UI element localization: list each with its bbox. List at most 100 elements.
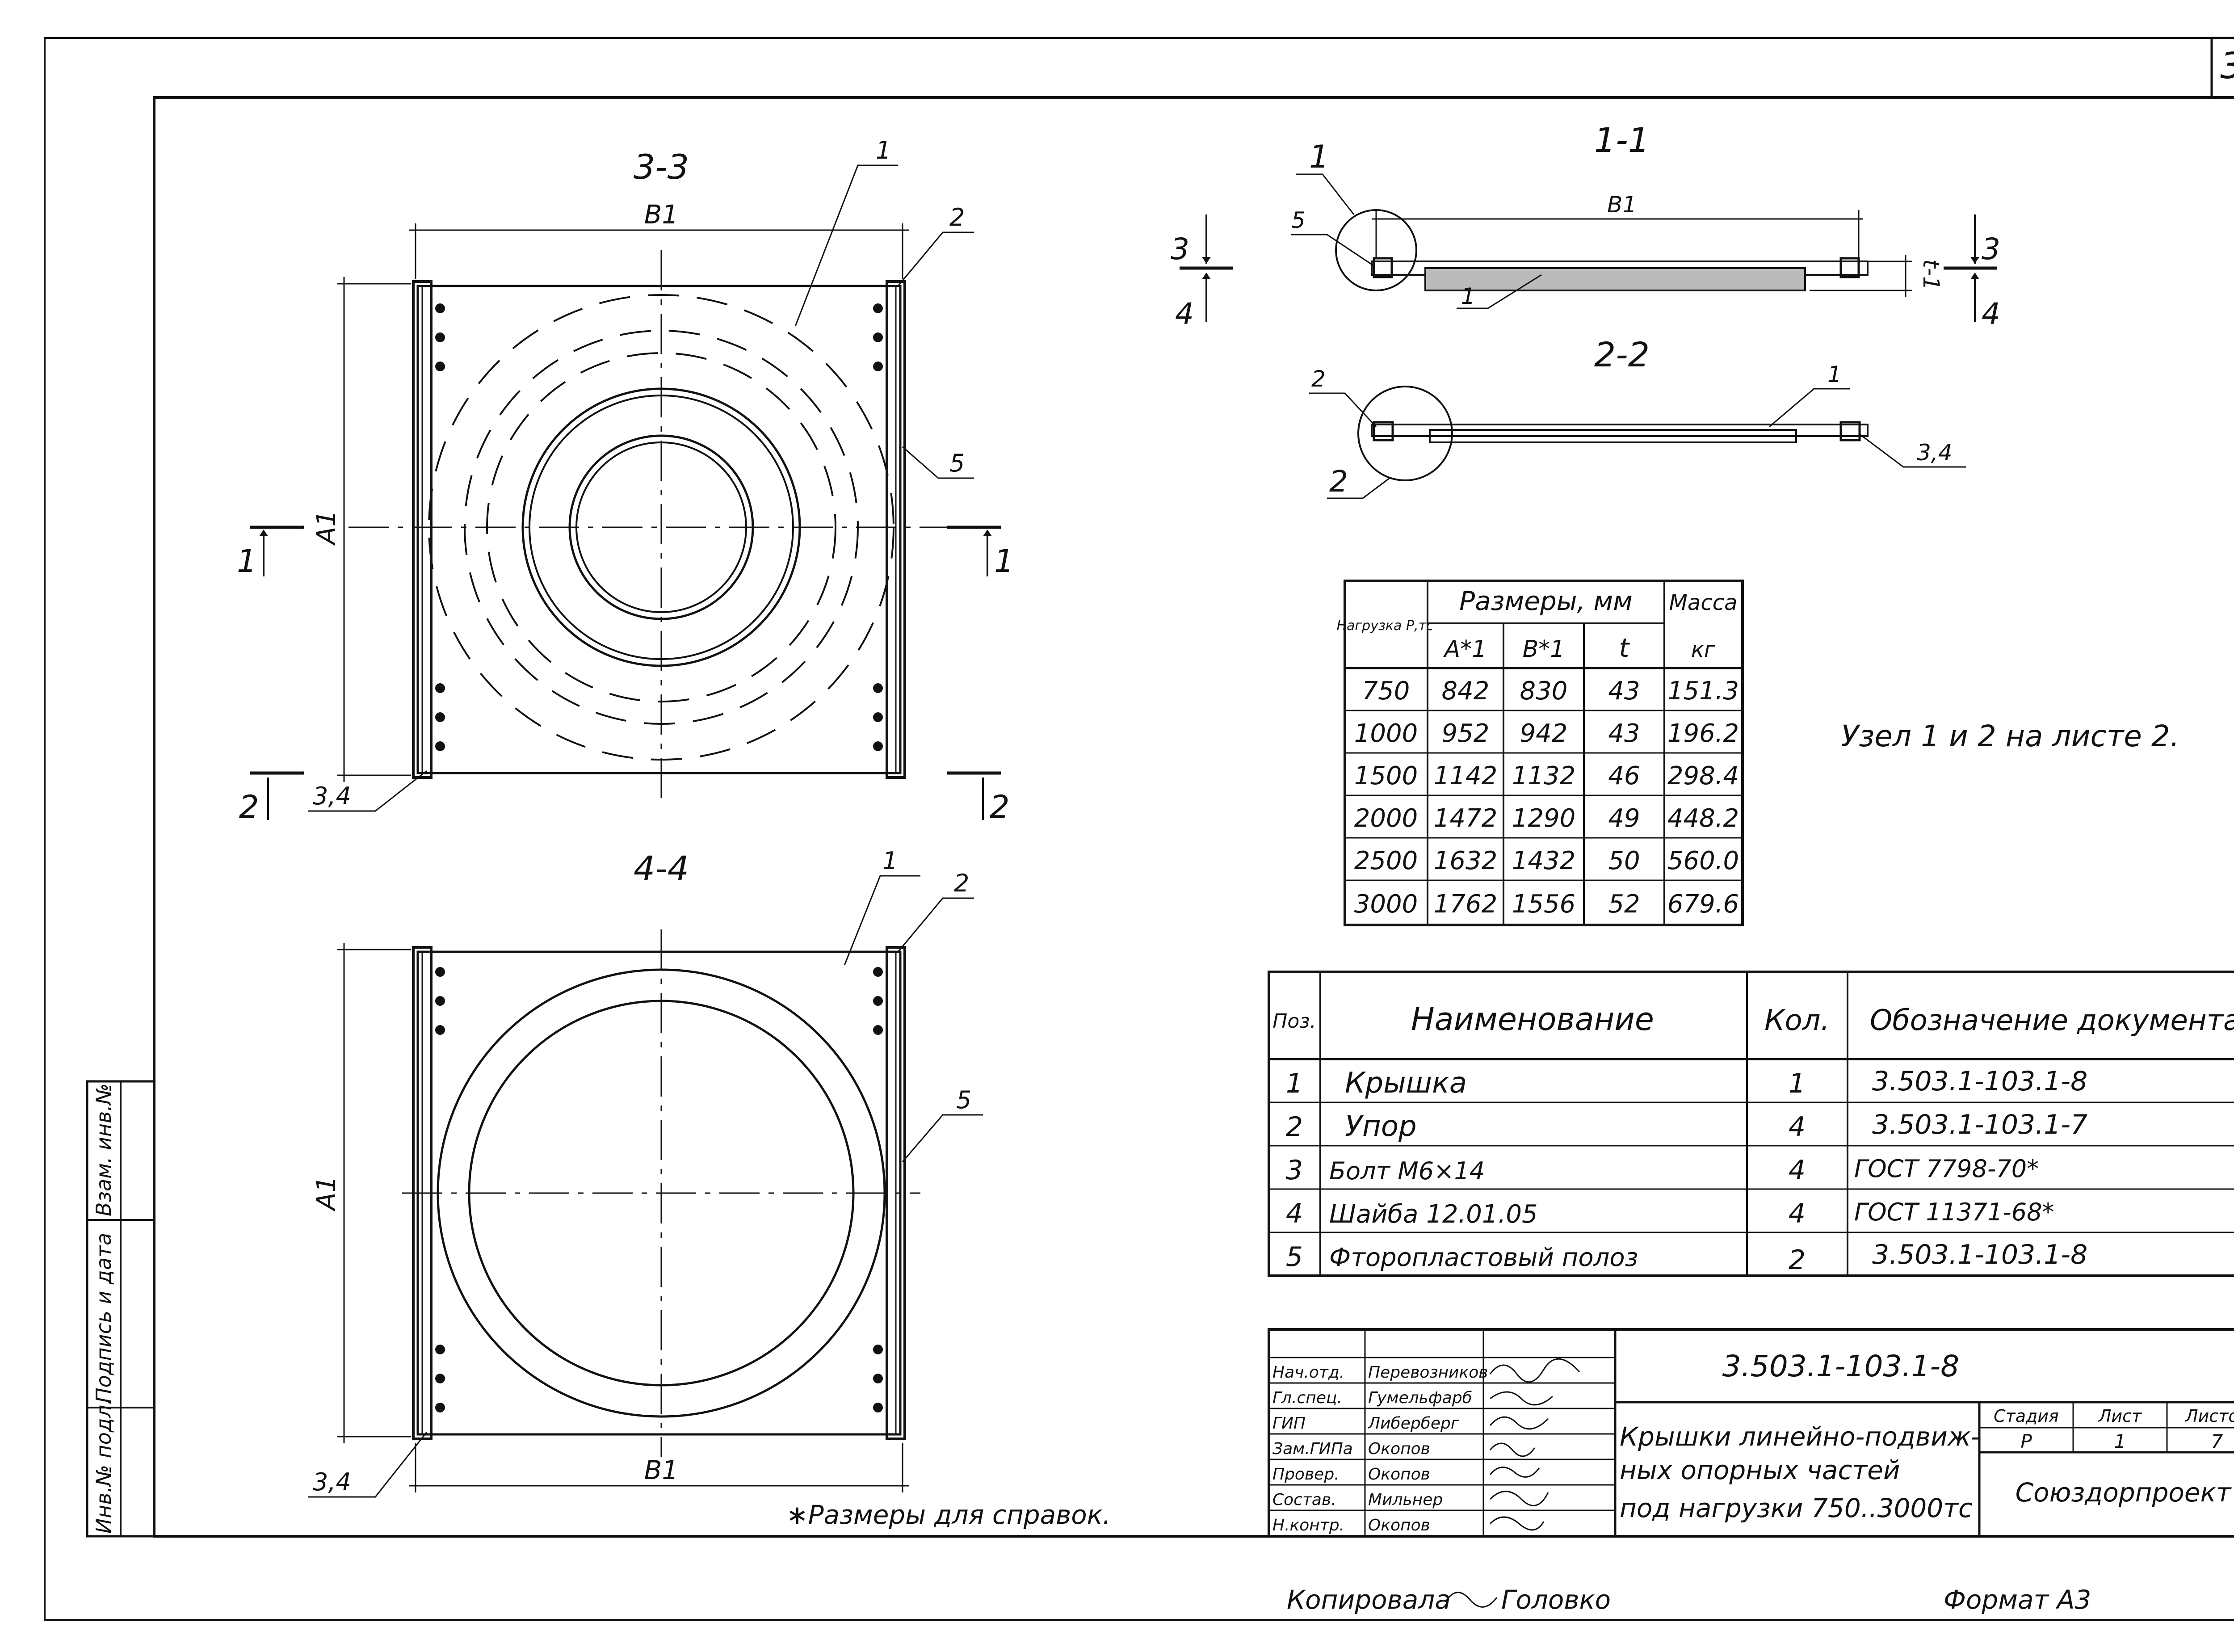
svg-text:1432: 1432	[1512, 846, 1576, 875]
svg-text:Болт М6×14: Болт М6×14	[1329, 1157, 1485, 1185]
side-stamp-sign: Подпись и дата	[92, 1233, 116, 1403]
size-head-mass: Масса	[1669, 590, 1737, 615]
svg-text:2: 2	[1789, 1244, 1806, 1276]
svg-text:Гумельфарб: Гумельфарб	[1368, 1389, 1472, 1407]
svg-text:2000: 2000	[1354, 804, 1418, 833]
leader-2-3-3: 2	[949, 203, 965, 231]
dim-a1-4-4: А1	[311, 1176, 341, 1212]
skid-right-3-3	[886, 280, 906, 779]
view-4-4: 4-4 А1 В1 1 2 5 3,4	[308, 847, 983, 1498]
svg-text:1762: 1762	[1434, 890, 1498, 919]
svg-text:Окопов: Окопов	[1368, 1516, 1430, 1534]
cut-2-left: 2	[239, 789, 259, 825]
spec-head-doc: Обозначение документа	[1870, 1004, 2234, 1037]
section-2-2-title: 2-2	[1594, 335, 1650, 374]
svg-text:1632: 1632	[1434, 846, 1498, 875]
svg-text:49: 49	[1608, 804, 1640, 833]
tb-doc-code: 3.503.1-103.1-8	[1722, 1349, 1959, 1383]
cut-4-left: 4	[1175, 297, 1194, 331]
copied-by-name: Головко	[1501, 1585, 1611, 1615]
svg-text:2: 2	[1286, 1111, 1303, 1143]
size-table: Нагрузка Р,тс Размеры, мм Масса А*1 В*1 …	[1336, 580, 1744, 926]
node-2-label: 2	[1329, 464, 1348, 499]
svg-text:43: 43	[1608, 677, 1640, 706]
node-note: Узел 1 и 2 на листе 2.	[1841, 719, 2179, 753]
size-rows: 750 842 830 43 151.3 1000 952 942 43 196…	[1354, 677, 1739, 919]
svg-text:43: 43	[1608, 719, 1640, 748]
leader-1-4-4: 1	[882, 847, 898, 875]
section-2-2: 2-2 1 2 3,4 2	[1309, 335, 1966, 499]
svg-text:560.0: 560.0	[1667, 846, 1739, 875]
tb-sheet: 1	[2114, 1430, 2126, 1452]
copied-by-label: Копировала	[1287, 1585, 1451, 1615]
leader-34-4-4: 3,4	[313, 1468, 351, 1496]
leader-1-2-2: 1	[1827, 362, 1842, 387]
svg-text:Состав.: Состав.	[1272, 1491, 1336, 1509]
svg-text:Гл.спец.: Гл.спец.	[1272, 1389, 1342, 1407]
svg-text:4: 4	[1789, 1111, 1806, 1143]
side-stamp: Инв.№ подл. Подпись и дата Взам. инв.№	[86, 1080, 155, 1538]
view-3-3-title: 3-3	[634, 147, 689, 187]
svg-text:Н.контр.: Н.контр.	[1272, 1516, 1344, 1534]
node-2-circle	[1357, 386, 1453, 481]
svg-text:3.503.1-103.1-7: 3.503.1-103.1-7	[1872, 1109, 2087, 1140]
tb-title-line-3: под нагрузки 750..3000тс	[1620, 1493, 1973, 1523]
tb-stage: Р	[2020, 1430, 2032, 1452]
copied-signature	[1445, 1592, 1498, 1608]
format-label: Формат А3	[1944, 1585, 2091, 1615]
svg-text:Нач.отд.: Нач.отд.	[1272, 1363, 1344, 1382]
cut-2-right: 2	[990, 789, 1010, 825]
size-head-b1: В*1	[1523, 636, 1565, 663]
svg-text:Окопов: Окопов	[1368, 1465, 1430, 1484]
svg-text:Провер.: Провер.	[1272, 1465, 1340, 1484]
tb-title-line-2: ных опорных частей	[1620, 1455, 1900, 1485]
leader-34-3-3: 3,4	[313, 782, 351, 810]
cut-3-right: 3	[1982, 232, 2000, 266]
leader-1-1-1: 1	[1461, 283, 1475, 309]
title-block: Нач.отд. Перевозников Гл.спец. Гумельфар…	[1268, 1328, 2234, 1538]
side-stamp-inv: Инв.№ подл.	[92, 1398, 116, 1534]
size-head-kg: кг	[1691, 637, 1716, 662]
svg-text:Упор: Упор	[1345, 1110, 1417, 1143]
hatched-plate	[1424, 267, 1806, 291]
svg-text:Шайба 12.01.05: Шайба 12.01.05	[1329, 1200, 1538, 1229]
svg-text:3000: 3000	[1354, 890, 1418, 919]
svg-text:196.2: 196.2	[1667, 719, 1739, 748]
svg-text:52: 52	[1608, 890, 1640, 919]
cut-4-right: 4	[1982, 297, 2000, 331]
spec-head-pos: Поз.	[1272, 1010, 1316, 1033]
cut-1-right: 1	[994, 543, 1014, 580]
tb-sheets-head: Листов	[2184, 1406, 2234, 1426]
svg-text:3.503.1-103.1-8: 3.503.1-103.1-8	[1872, 1239, 2087, 1270]
tb-sheets: 7	[2211, 1430, 2223, 1452]
svg-text:1132: 1132	[1512, 761, 1576, 790]
section-1-1: 1-1 В1 t-1 1 5 1 3 4 3 4	[1171, 120, 2000, 331]
svg-text:3.503.1-103.1-8: 3.503.1-103.1-8	[1872, 1066, 2087, 1097]
side-stamp-replace: Взам. инв.№	[92, 1083, 116, 1216]
svg-text:830: 830	[1520, 677, 1568, 706]
sheet-number-box	[2210, 37, 2234, 99]
outer-frame	[44, 37, 2234, 1621]
tb-title-line-1: Крышки линейно-подвиж-	[1620, 1421, 1980, 1452]
svg-text:1: 1	[1789, 1068, 1806, 1099]
size-head-a1: А*1	[1443, 636, 1487, 663]
svg-text:Зам.ГИПа: Зам.ГИПа	[1272, 1440, 1353, 1458]
leader-34-2-2: 3,4	[1917, 440, 1953, 466]
svg-text:1000: 1000	[1354, 719, 1418, 748]
svg-text:1: 1	[1286, 1068, 1303, 1099]
skid-right-4-4	[886, 946, 906, 1440]
svg-text:46: 46	[1608, 761, 1640, 790]
svg-text:1500: 1500	[1354, 761, 1418, 790]
svg-text:448.2: 448.2	[1667, 804, 1739, 833]
svg-text:5: 5	[1286, 1241, 1303, 1273]
skid-left-3-3	[412, 280, 433, 779]
svg-text:4: 4	[1286, 1198, 1303, 1229]
svg-text:1142: 1142	[1434, 761, 1498, 790]
svg-text:ГИП: ГИП	[1272, 1414, 1306, 1433]
leader-2-4-4: 2	[954, 869, 969, 897]
svg-text:750: 750	[1362, 677, 1410, 706]
tb-org: Союздорпроект	[2016, 1477, 2232, 1508]
svg-text:4: 4	[1789, 1198, 1806, 1229]
tb-sheet-head: Лист	[2098, 1406, 2142, 1426]
svg-text:952: 952	[1442, 719, 1490, 748]
